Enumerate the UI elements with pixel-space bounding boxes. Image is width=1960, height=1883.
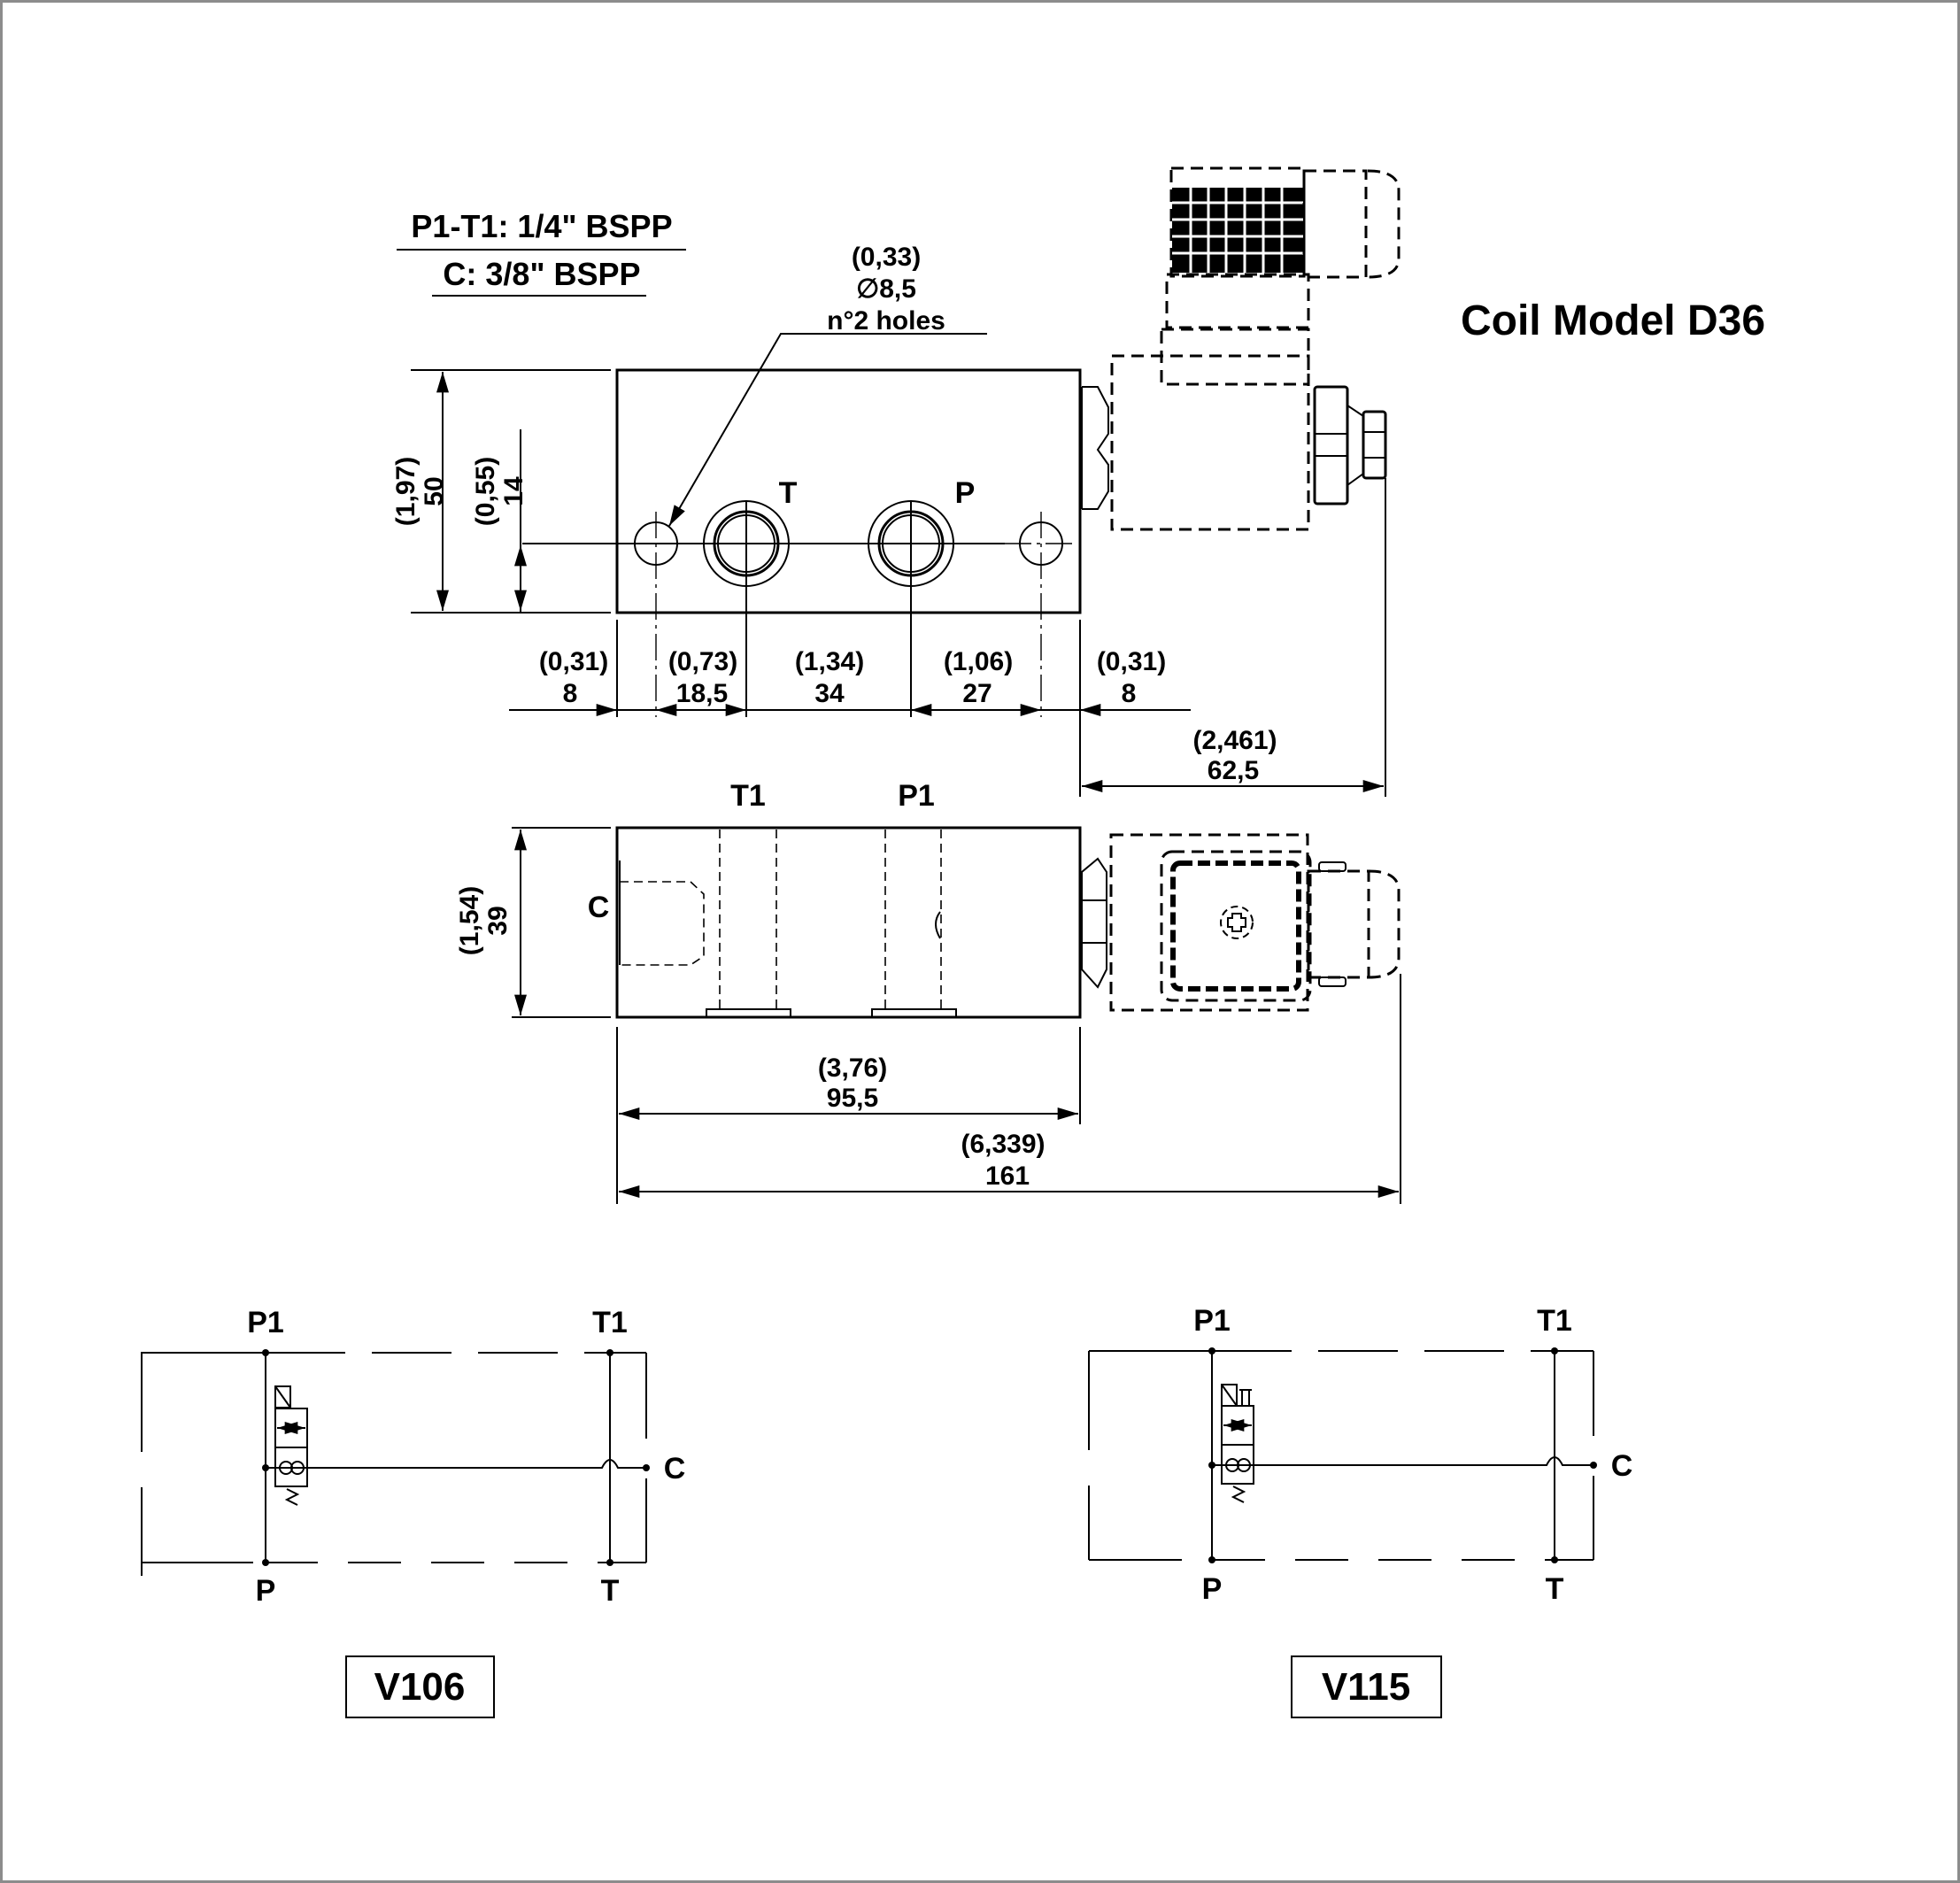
holes-note-inch: (0,33) (852, 243, 921, 272)
dim-chain: (0,31) 8 (0,73) 18,5 (1,34) 34 (1,06) 27… (539, 647, 1166, 708)
dim-1-inch: (0,73) (668, 647, 737, 676)
side-port-label-t1: T1 (730, 779, 766, 813)
connector-grid (1172, 188, 1303, 273)
v115-port-p: P (1202, 1572, 1223, 1606)
holes-note-diameter: ∅8,5 (856, 274, 916, 304)
top-view: T P (1,97) 50 (0,55) 14 (0,31) (391, 166, 1401, 797)
schematic-v106: P1 T1 P T C V106 (141, 1306, 686, 1718)
model-label-box-v106 (345, 1655, 495, 1718)
dim-1-mm: 18,5 (676, 679, 728, 708)
dim-2-mm: 34 (814, 679, 845, 708)
v106-port-p1: P1 (247, 1306, 284, 1339)
total-length-inch: (6,339) (961, 1130, 1045, 1159)
side-height-mm: 39 (483, 906, 513, 935)
model-label-v115: V115 (1322, 1665, 1410, 1709)
body-length-inch: (3,76) (818, 1053, 887, 1083)
holes-note-count: n°2 holes (827, 306, 945, 336)
model-label-box-v115 (1291, 1655, 1442, 1718)
dim-0-mm: 8 (563, 679, 578, 708)
port-label-t: T (779, 476, 798, 510)
v115-port-p1: P1 (1193, 1304, 1231, 1338)
height-dim-inch: (1,97) (391, 457, 421, 526)
total-length-mm: 161 (985, 1161, 1030, 1191)
port-label-p: P (955, 476, 976, 510)
dim-4-inch: (0,31) (1097, 647, 1166, 676)
model-label-v106: V106 (374, 1665, 466, 1709)
height-dim-mm: 50 (420, 476, 449, 505)
holes-note: (0,33) ∅8,5 n°2 holes (668, 243, 987, 527)
port-specs-note: P1-T1: 1/4" BSPP C: 3/8" BSPP (397, 208, 686, 297)
side-view: T1 P1 C (1,54) 39 (455, 779, 1401, 1204)
dim-2-inch: (1,34) (795, 647, 864, 676)
dim-3-inch: (1,06) (944, 647, 1013, 676)
solenoid-top-view (1081, 166, 1401, 531)
v106-port-t: T (601, 1574, 620, 1608)
coil-model-title: Coil Model D36 (1461, 297, 1765, 344)
v106-port-t1: T1 (592, 1306, 628, 1339)
centerline-dim-inch: (0,55) (471, 457, 500, 526)
centerline-dim-mm: 14 (499, 476, 529, 506)
side-port-label-c: C (588, 891, 610, 924)
schematic-v115: P1 T1 P T C V115 (1088, 1304, 1633, 1718)
v115-port-c: C (1611, 1449, 1633, 1483)
body-length-mm: 95,5 (827, 1084, 878, 1113)
manifold-block-side (615, 826, 1082, 1019)
manifold-block-top (615, 368, 1082, 614)
dim-4-mm: 8 (1122, 679, 1137, 708)
port-spec-line2: C: 3/8" BSPP (443, 256, 640, 292)
solenoid-valve-symbol (274, 1385, 308, 1506)
solenoid-side-view (1081, 833, 1401, 1204)
side-port-label-p1: P1 (898, 779, 935, 813)
coil-length-inch: (2,461) (1192, 726, 1277, 755)
coil-length-mm: 62,5 (1208, 756, 1259, 785)
v106-port-c: C (664, 1452, 686, 1486)
v115-port-t1: T1 (1537, 1304, 1572, 1338)
dim-3-mm: 27 (962, 679, 992, 708)
side-height-inch: (1,54) (455, 886, 484, 955)
v115-port-t: T (1546, 1572, 1564, 1606)
dim-0-inch: (0,31) (539, 647, 608, 676)
solenoid-valve-symbol-manual-override (1221, 1384, 1254, 1503)
port-spec-line1: P1-T1: 1/4" BSPP (411, 208, 672, 244)
v106-port-p: P (256, 1574, 276, 1608)
